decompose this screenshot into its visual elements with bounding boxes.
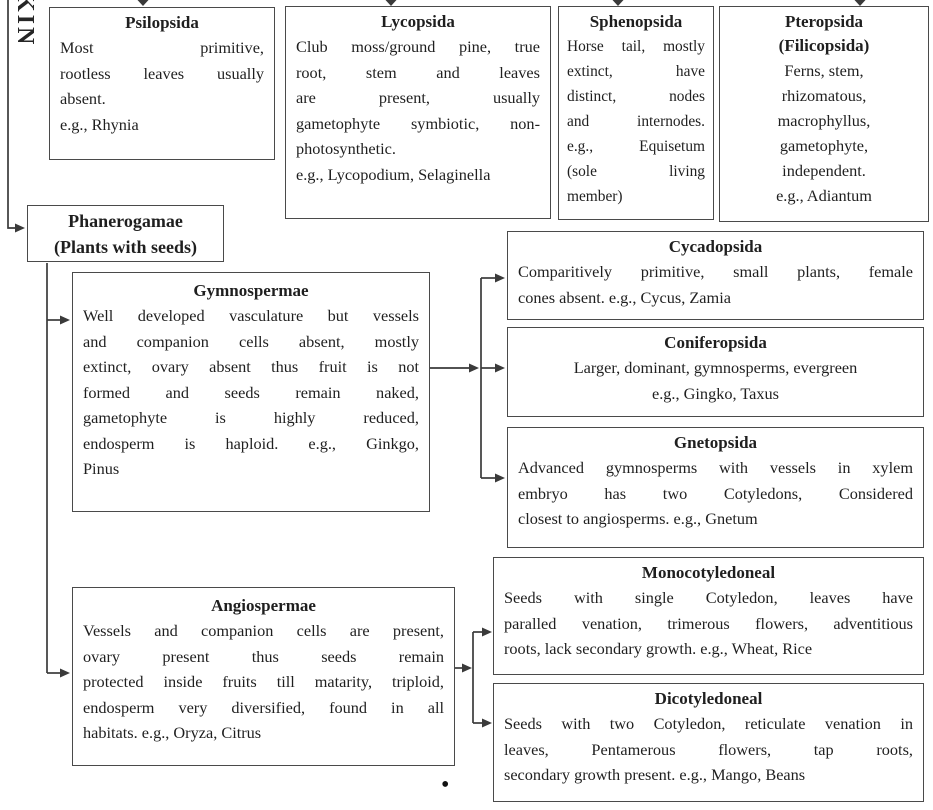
gnetopsida-line: closest to angiosperms. e.g., Gnetum (518, 509, 758, 528)
kingdom-axis-label: KIN (12, 0, 38, 48)
psilopsida-line: e.g., Rhynia (60, 114, 139, 134)
pteropsida-line: gametophyte, (779, 136, 869, 155)
footer-bullet-dot: • (441, 772, 450, 798)
lycopsida-line: photosynthetic. (296, 139, 396, 158)
lycopsida-title: Lycopsida (381, 12, 455, 31)
dicotyledoneal-line: leaves, Pentamerous flowers, tap roots, (504, 739, 913, 759)
box-phanerogamae: Phanerogamae (Plants with seeds) (27, 205, 224, 262)
angiospermae-line: endosperm very diversified, found in all (83, 697, 444, 717)
box-gnetopsida: Gnetopsida Advanced gymnosperms with ves… (507, 427, 924, 548)
monocotyledoneal-line: roots, lack secondary growth. e.g., Whea… (504, 639, 813, 658)
gnetopsida-line: embryo has two Cotyledons, Considered (518, 483, 913, 503)
lycopsida-line: e.g., Lycopodium, Selaginella (296, 164, 491, 184)
coniferopsida-line: Larger, dominant, gymnosperms, evergreen (573, 358, 858, 377)
sphenopsida-line: e.g., Equisetum (567, 138, 705, 155)
sphenopsida-line: distinct, nodes (567, 88, 705, 105)
gymnospermae-line: and companion cells absent, mostly (83, 331, 419, 351)
angiospermae-fork-lines (455, 627, 492, 728)
sphenopsida-line: member) (567, 188, 623, 205)
gymnospermae-line: Pinus (83, 459, 120, 478)
sphenopsida-line: Horse tail, mostly (567, 38, 705, 55)
monocotyledoneal-line: Seeds with single Cotyledon, leaves have (504, 588, 913, 607)
sphenopsida-title: Sphenopsida (589, 12, 683, 31)
psilopsida-title: Psilopsida (125, 13, 199, 32)
box-lycopsida: Lycopsida Club moss/ground pine, true ro… (285, 6, 551, 219)
top-cut-arrow-icons (137, 0, 866, 6)
psilopsida-line: rootless leaves usually (60, 63, 264, 83)
gymnospermae-line: Well developed vasculature but vessels (83, 306, 419, 325)
lycopsida-line: are present, usually (296, 88, 540, 107)
sphenopsida-line: and internodes. (567, 113, 705, 130)
phanerogamae-subtitle: (Plants with seeds) (54, 237, 197, 257)
lycopsida-line: root, stem and leaves (296, 62, 540, 82)
box-psilopsida: Psilopsida Most primitive, rootless leav… (49, 7, 275, 160)
box-coniferopsida: Coniferopsida Larger, dominant, gymnospe… (507, 327, 924, 417)
monocotyledoneal-line: paralled venation, trimerous flowers, ad… (504, 613, 913, 633)
cycadopsida-line: cones absent. e.g., Cycus, Zamia (518, 287, 731, 307)
gymnospermae-line: extinct, ovary absent thus fruit is not (83, 357, 419, 376)
dicotyledoneal-title: Dicotyledoneal (654, 689, 763, 708)
kingdom-to-phanerogamae-arrow (7, 0, 25, 233)
cycadopsida-title: Cycadopsida (668, 237, 763, 256)
box-gymnospermae: Gymnospermae Well developed vasculature … (72, 272, 430, 512)
sphenopsida-line: (sole living (567, 163, 705, 180)
angiospermae-line: ovary present thus seeds remain (83, 646, 444, 666)
gymnospermae-line: formed and seeds remain naked, (83, 382, 419, 402)
angiospermae-line: habitats. e.g., Oryza, Citrus (83, 723, 262, 742)
angiospermae-line: protected inside fruits till matarity, t… (83, 672, 444, 691)
pteropsida-subtitle: (Filicopsida) (778, 36, 870, 55)
phanerogamae-branch-lines (46, 263, 70, 678)
box-monocotyledoneal: Monocotyledoneal Seeds with single Cotyl… (493, 557, 924, 675)
pteropsida-line: e.g., Adiantum (776, 186, 872, 205)
angiospermae-title: Angiospermae (211, 596, 316, 615)
gymnospermae-line: gametophyte is highly reduced, (83, 408, 419, 427)
box-pteropsida: Pteropsida (Filicopsida) Ferns, stem, rh… (719, 6, 929, 222)
box-dicotyledoneal: Dicotyledoneal Seeds with two Cotyledon,… (493, 683, 924, 802)
lycopsida-line: Club moss/ground pine, true (296, 37, 540, 56)
gnetopsida-title: Gnetopsida (673, 433, 758, 452)
box-angiospermae: Angiospermae Vessels and companion cells… (72, 587, 455, 766)
sphenopsida-line: extinct, have (567, 63, 705, 80)
box-sphenopsida: Sphenopsida Horse tail, mostly extinct, … (558, 6, 714, 220)
dicotyledoneal-line: secondary growth present. e.g., Mango, B… (504, 765, 806, 784)
coniferopsida-title: Coniferopsida (664, 333, 767, 352)
psilopsida-line: Most primitive, (60, 38, 264, 57)
angiospermae-line: Vessels and companion cells are present, (83, 621, 444, 640)
pteropsida-line: independent. (782, 161, 866, 180)
pteropsida-line: Ferns, stem, (784, 61, 864, 80)
psilopsida-line: absent. (60, 89, 106, 108)
lycopsida-line: gametophyte symbiotic, non- (296, 113, 540, 133)
coniferopsida-line: e.g., Gingko, Taxus (652, 383, 779, 403)
box-cycadopsida: Cycadopsida Comparitively primitive, sma… (507, 231, 924, 320)
gymnospermae-line: endosperm is haploid. e.g., Ginkgo, (83, 433, 419, 453)
pteropsida-title: Pteropsida (784, 12, 864, 31)
dicotyledoneal-line: Seeds with two Cotyledon, reticulate ven… (504, 714, 913, 733)
pteropsida-line: macrophyllus, (777, 111, 871, 130)
phanerogamae-title: Phanerogamae (68, 211, 183, 231)
pteropsida-line: rhizomatous, (781, 86, 867, 105)
gymnospermae-title: Gymnospermae (193, 281, 309, 300)
monocotyledoneal-title: Monocotyledoneal (641, 563, 776, 582)
gnetopsida-line: Advanced gymnosperms with vessels in xyl… (518, 458, 913, 477)
cycadopsida-line: Comparitively primitive, small plants, f… (518, 262, 913, 281)
gymnospermae-fork-lines (430, 273, 505, 483)
